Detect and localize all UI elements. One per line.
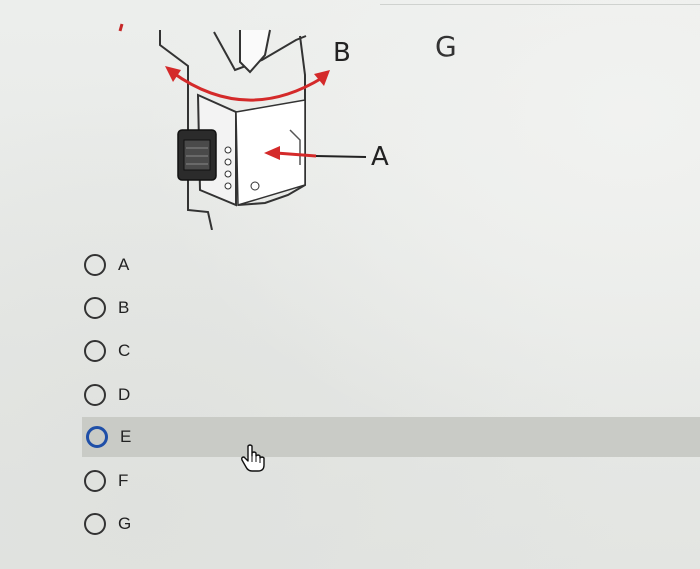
option-e[interactable]: E: [82, 417, 700, 457]
radio-button[interactable]: [84, 470, 106, 492]
option-label: E: [120, 427, 132, 446]
radio-button[interactable]: [86, 426, 108, 448]
option-a[interactable]: A: [80, 246, 700, 284]
option-c[interactable]: C: [80, 332, 700, 370]
option-f[interactable]: F: [80, 462, 700, 500]
rotation-arrow-b: [171, 70, 323, 102]
red-mark: [118, 23, 124, 32]
leader-line-a: [315, 155, 367, 158]
device-outline-right: [237, 35, 306, 206]
figure-label-g: G: [435, 30, 457, 63]
divider: [380, 4, 700, 5]
option-label: B: [118, 298, 130, 317]
radio-button[interactable]: [84, 513, 106, 535]
option-d[interactable]: D: [80, 376, 700, 414]
figure-label-b: B: [333, 38, 351, 68]
radio-button[interactable]: [84, 254, 106, 276]
option-label: C: [118, 341, 131, 360]
arrow-head-right: [314, 70, 330, 86]
option-g[interactable]: G: [80, 505, 700, 543]
option-label: A: [118, 255, 130, 274]
device-top-edge: [213, 31, 307, 72]
arrow-head-left: [165, 66, 181, 82]
option-label: D: [118, 385, 131, 404]
pointer-arrow-a: [275, 151, 317, 158]
option-b[interactable]: B: [80, 289, 700, 327]
device-diagram: [118, 23, 367, 231]
radio-button[interactable]: [84, 340, 106, 362]
pointer-arrow-head: [264, 146, 280, 160]
option-label: F: [118, 471, 129, 490]
hand-pointer-icon: [241, 444, 265, 472]
radio-button[interactable]: [84, 384, 106, 406]
question-figure: B A G: [0, 0, 700, 231]
radio-button[interactable]: [84, 297, 106, 319]
figure-label-a: A: [371, 142, 389, 172]
option-label: G: [118, 514, 132, 533]
device-nozzle: [239, 29, 271, 74]
